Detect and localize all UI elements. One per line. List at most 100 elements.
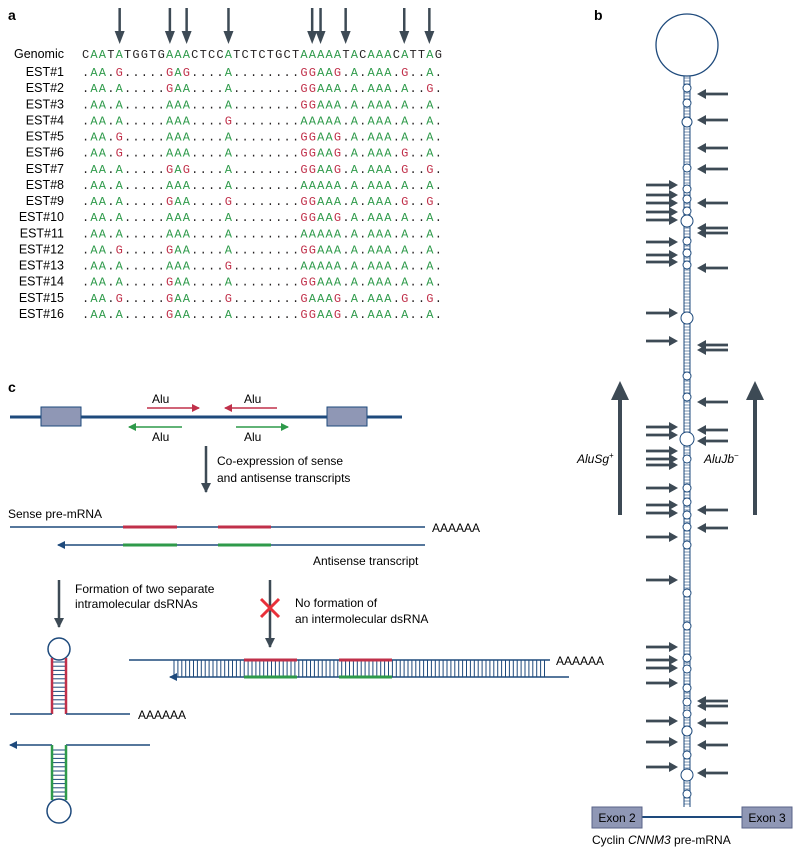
duplex-polya: AAAAAA: [556, 654, 604, 668]
est-alignment-rows: EST#1.AA.G.....GAG....A........GGAAG.A.A…: [19, 65, 442, 322]
sense-polya: AAAAAA: [432, 521, 480, 535]
editing-site-arrow: [646, 198, 678, 208]
stem-bulge: [682, 392, 692, 402]
stem-bulge: [682, 750, 692, 760]
stem-bulge: [682, 483, 692, 493]
stem-bulge: [682, 497, 692, 507]
stem-bulge: [682, 260, 692, 270]
editing-site-arrow: [646, 257, 678, 267]
genomic-base: C: [258, 48, 265, 62]
editing-site-arrow: [697, 228, 728, 238]
stem-bulge: [682, 163, 692, 173]
editing-site-arrow: [646, 575, 678, 585]
editing-site-arrow: [646, 642, 678, 652]
alu-label-4: Alu: [244, 430, 261, 444]
stem-bulge: [682, 184, 692, 194]
exon-3-box: [741, 806, 793, 829]
intermolecular-duplex-rungs: [173, 660, 545, 677]
stem-bulge: [682, 194, 692, 204]
genomic-base: A: [300, 48, 308, 62]
est-sequence: .AA.A.....AAA....A........AAAAA.A.AAA.A.…: [82, 179, 442, 193]
stem-bulge: [682, 236, 692, 246]
noform-text-line2: an intermolecular dsRNA: [295, 612, 428, 626]
editing-site-arrow: [697, 89, 728, 99]
stem-bulge: [682, 588, 692, 598]
est-label: EST#3: [26, 97, 64, 111]
genomic-sequence: CAATATGGTGAAACTCCATCTCTGCTAAAAATACAAACAT…: [82, 48, 442, 62]
alujb-arrowhead: [746, 381, 764, 400]
noform-text-line1: No formation of: [295, 596, 378, 610]
terminal-loop: [655, 13, 719, 77]
genomic-base: T: [292, 48, 299, 62]
genomic-base: G: [435, 48, 442, 62]
est-label: EST#9: [26, 194, 64, 208]
genomic-base: T: [200, 48, 207, 62]
genomic-base: A: [166, 48, 174, 62]
editing-site-arrow: [646, 500, 678, 510]
genomic-base: A: [426, 48, 434, 62]
genomic-base: T: [233, 48, 240, 62]
stem-bulge: [682, 522, 692, 532]
genomic-base: G: [158, 48, 165, 62]
editing-site-arrow: [697, 718, 728, 728]
editing-site-arrow: [646, 215, 678, 225]
est-label: EST#5: [26, 130, 64, 144]
editing-site-arrow: [697, 740, 728, 750]
est-row: EST#9.AA.A.....GAA....G........GGAAA.A.A…: [26, 194, 442, 209]
est-row: EST#1.AA.G.....GAG....A........GGAAG.A.A…: [26, 65, 442, 80]
editing-site-arrow: [697, 523, 728, 533]
sense-pre-mrna-label: Sense pre-mRNA: [8, 507, 102, 521]
editing-site-arrow: [646, 422, 678, 432]
editing-site-arrow: [181, 8, 192, 44]
genomic-base: T: [410, 48, 417, 62]
stem-bulge: [682, 697, 692, 707]
stem-bulge: [682, 454, 692, 464]
editing-site-arrow: [646, 250, 678, 260]
alu-label-3: Alu: [152, 430, 169, 444]
editing-site-arrow: [697, 425, 728, 435]
est-row: EST#15.AA.G.....GAA....G........GAAAG.A.…: [19, 291, 442, 306]
genomic-base: A: [90, 48, 98, 62]
stem-bulge: [682, 510, 692, 520]
editing-cluster-arrows: [646, 89, 728, 778]
formation-text-line1: Formation of two separate: [75, 582, 215, 596]
alu-label-1: Alu: [152, 392, 169, 406]
editing-site-arrow: [697, 143, 728, 153]
est-sequence: .AA.A.....GAG....A........GGAAG.A.AAA.G.…: [82, 163, 442, 177]
stem-bulge: [682, 664, 692, 674]
est-label: EST#15: [19, 291, 64, 305]
editing-site-arrow: [646, 460, 678, 470]
editing-site-arrow: [697, 397, 728, 407]
editing-site-arrow: [424, 8, 435, 44]
est-label: EST#16: [19, 307, 64, 321]
est-row: EST#10.AA.A.....AAA....A........GGAAG.A.…: [19, 210, 442, 225]
alusg-arrowhead: [611, 381, 629, 400]
stem-bulge: [682, 248, 692, 258]
est-label: EST#1: [26, 65, 64, 79]
genomic-base: A: [334, 48, 342, 62]
hairpin-2-loop: [46, 798, 72, 824]
stem-bulge: [680, 311, 694, 325]
alujb-label: AluJb−: [703, 451, 739, 466]
genomic-base: A: [326, 48, 334, 62]
est-label: EST#7: [26, 162, 64, 176]
stem-bulge: [680, 768, 694, 782]
est-sequence: .AA.G.....GAA....A........GGAAA.A.AAA.A.…: [82, 243, 442, 257]
genomic-base: A: [174, 48, 182, 62]
est-label: EST#8: [26, 178, 64, 192]
cross-mark-b: [259, 597, 281, 619]
panel-label-b: b: [594, 7, 603, 23]
genomic-base: A: [384, 48, 392, 62]
genomic-label: Genomic: [14, 47, 64, 61]
genomic-base: A: [351, 48, 359, 62]
editing-site-arrow: [697, 768, 728, 778]
stem-bulge: [682, 371, 692, 381]
stem-bulge: [682, 709, 692, 719]
est-sequence: .AA.A.....AAA....A........GGAAA.A.AAA.A.…: [82, 98, 442, 112]
editing-site-arrow: [646, 190, 678, 200]
est-label: EST#10: [19, 210, 64, 224]
est-row: EST#16.AA.A.....GAA....A........GGAAG.A.…: [19, 307, 442, 322]
genomic-base: T: [107, 48, 114, 62]
editing-site-arrow: [697, 115, 728, 125]
